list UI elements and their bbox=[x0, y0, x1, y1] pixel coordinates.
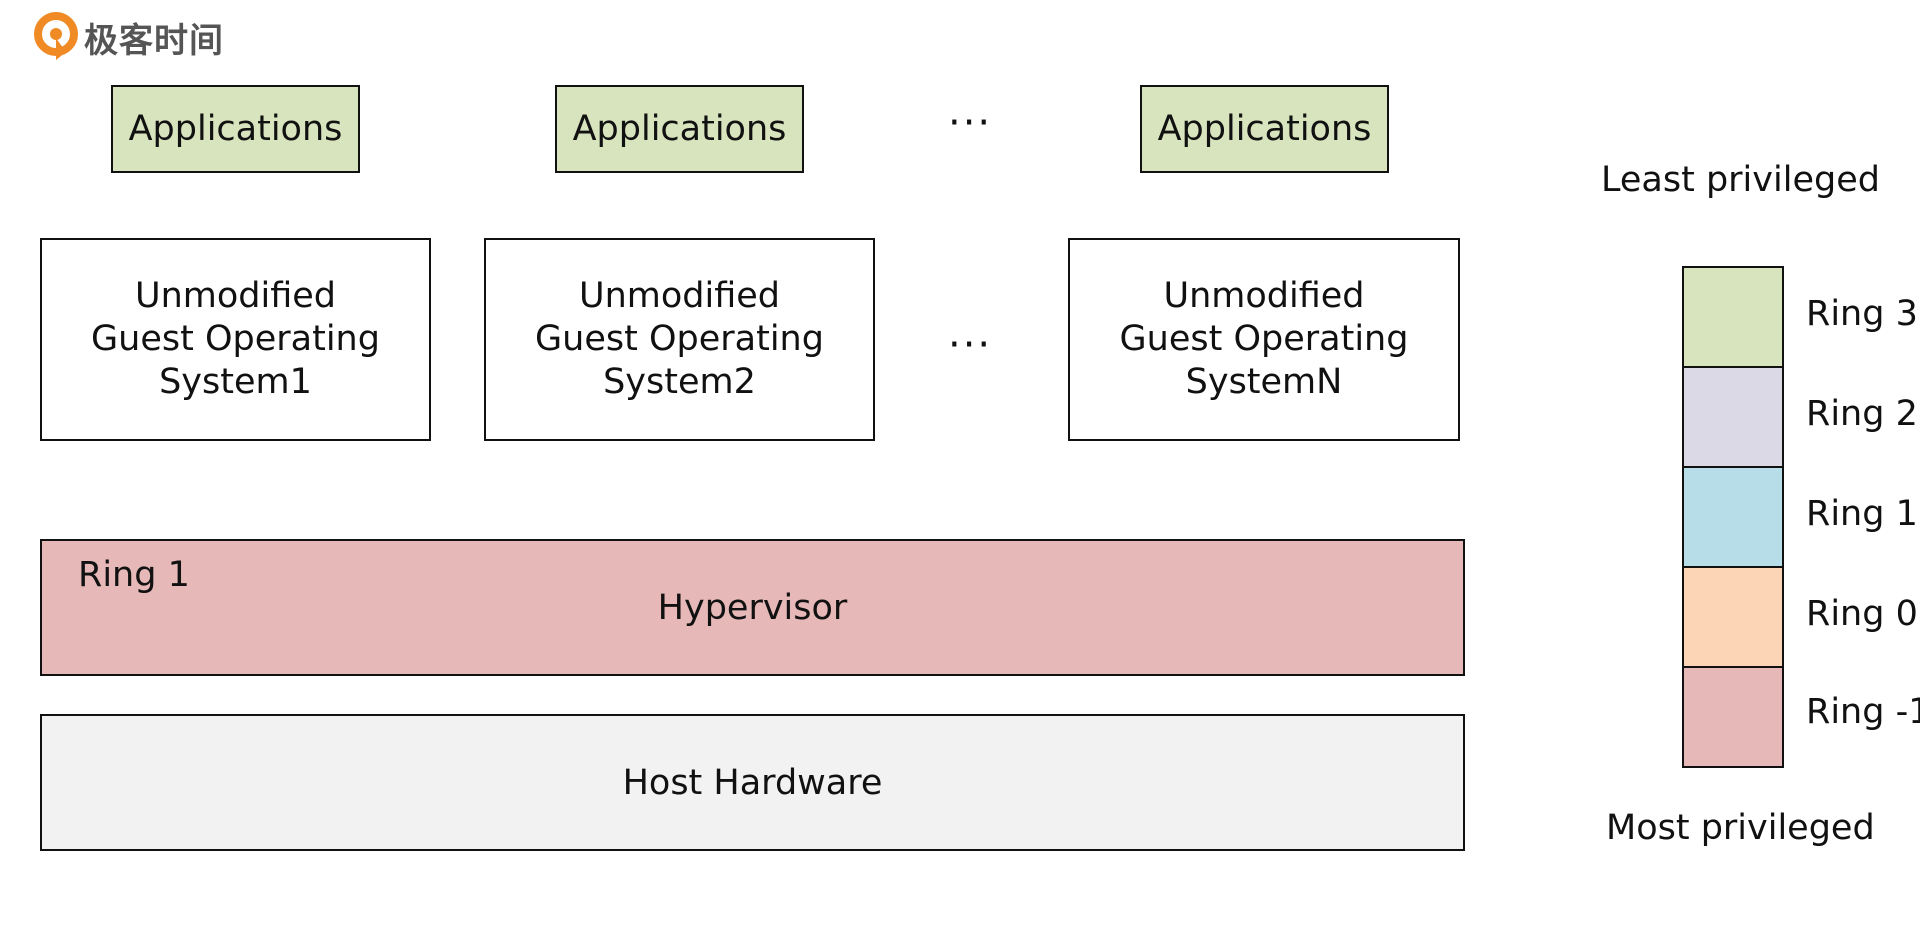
guest-os-line3: System1 bbox=[159, 362, 312, 402]
ring-minus-1-swatch bbox=[1684, 668, 1782, 766]
ring-0-swatch bbox=[1684, 568, 1782, 668]
hypervisor-ring-label: Ring 1 bbox=[78, 555, 190, 595]
guest-os-line1: Unmodified bbox=[1163, 276, 1365, 316]
guest-os-line2: Guest Operating bbox=[535, 319, 824, 359]
guest-os-line3: System2 bbox=[603, 362, 756, 402]
applications-box-1: Applications bbox=[111, 85, 360, 173]
guest-os-line2: Guest Operating bbox=[91, 319, 380, 359]
applications-box-n: Applications bbox=[1140, 85, 1389, 173]
ring-0-label: Ring 0 bbox=[1806, 594, 1918, 634]
guest-os-box-n: Unmodified Guest Operating SystemN bbox=[1068, 238, 1460, 441]
ring-2-swatch bbox=[1684, 368, 1782, 468]
hypervisor-label: Hypervisor bbox=[657, 587, 848, 628]
guest-os-ellipsis: ··· bbox=[948, 322, 993, 368]
guest-os-line1: Unmodified bbox=[578, 276, 781, 316]
applications-label: Applications bbox=[572, 109, 787, 149]
applications-label: Applications bbox=[128, 109, 343, 149]
ring-legend bbox=[1682, 266, 1784, 768]
hypervisor-layer: Ring 1 Hypervisor bbox=[40, 539, 1465, 676]
guest-os-line1: Unmodified bbox=[134, 276, 337, 316]
logo-text: 极客时间 bbox=[84, 20, 224, 61]
guest-os-box-2: Unmodified Guest Operating System2 bbox=[484, 238, 875, 441]
host-hardware-label: Host Hardware bbox=[622, 762, 883, 803]
guest-os-line3: SystemN bbox=[1185, 362, 1343, 402]
guest-os-box-1: Unmodified Guest Operating System1 bbox=[40, 238, 431, 441]
least-privileged-label: Least privileged bbox=[1601, 160, 1880, 200]
ring-1-label: Ring 1 bbox=[1806, 494, 1918, 534]
ring-2-label: Ring 2 bbox=[1806, 394, 1918, 434]
logo: 极客时间 bbox=[34, 10, 224, 64]
ring-3-label: Ring 3 bbox=[1806, 294, 1918, 334]
applications-ellipsis: ··· bbox=[948, 100, 993, 146]
most-privileged-label: Most privileged bbox=[1606, 808, 1875, 848]
applications-label: Applications bbox=[1157, 109, 1372, 149]
ring-minus-1-label: Ring -1 bbox=[1806, 692, 1920, 732]
logo-icon bbox=[34, 12, 80, 62]
host-hardware-layer: Host Hardware bbox=[40, 714, 1465, 851]
ring-1-swatch bbox=[1684, 468, 1782, 568]
guest-os-line2: Guest Operating bbox=[1119, 319, 1409, 359]
ring-3-swatch bbox=[1684, 268, 1782, 368]
applications-box-2: Applications bbox=[555, 85, 804, 173]
